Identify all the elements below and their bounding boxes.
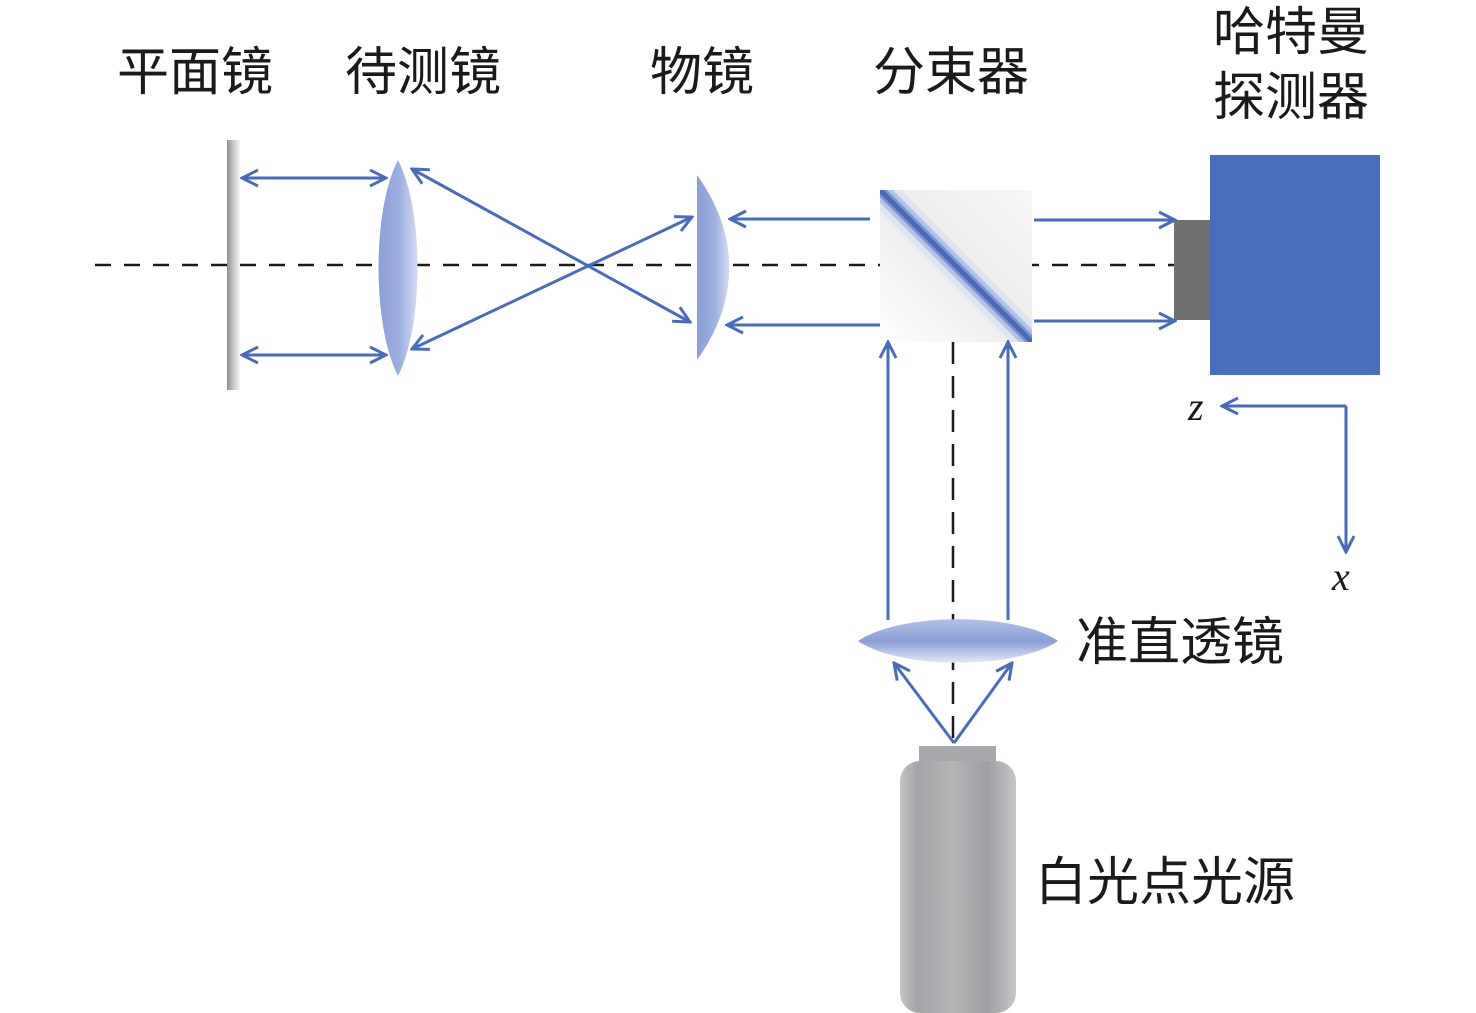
z-axis-label: z: [1187, 384, 1204, 429]
beam-splitter: [880, 190, 1032, 342]
label-white-point-source: 白光点光源: [1035, 853, 1295, 913]
label-collimating-lens: 准直透镜: [1076, 613, 1284, 673]
objective-lens: [697, 175, 730, 360]
label-flat-mirror: 平面镜: [117, 43, 273, 103]
lens-under-test: [378, 160, 418, 376]
coordinate-axes: z x: [1187, 384, 1350, 599]
collimating-lens: [858, 619, 1058, 663]
ray-source-left: [894, 663, 956, 744]
ray-source-right: [952, 663, 1012, 744]
rays: [242, 169, 1175, 744]
detector-window: [1174, 220, 1210, 320]
label-lens-under-test: 待测镜: [345, 43, 501, 103]
hartmann-detector: [1210, 155, 1380, 375]
white-point-source: [900, 746, 1016, 1013]
label-hartmann-line2: 探测器: [1213, 68, 1369, 128]
ray-cross-1: [412, 169, 690, 322]
label-beam-splitter: 分束器: [873, 43, 1029, 103]
x-axis-label: x: [1331, 554, 1350, 599]
label-objective: 物镜: [650, 43, 754, 103]
label-hartmann-line1: 哈特曼: [1213, 3, 1369, 63]
flat-mirror: [227, 140, 240, 390]
ray-cross-2: [412, 217, 692, 349]
